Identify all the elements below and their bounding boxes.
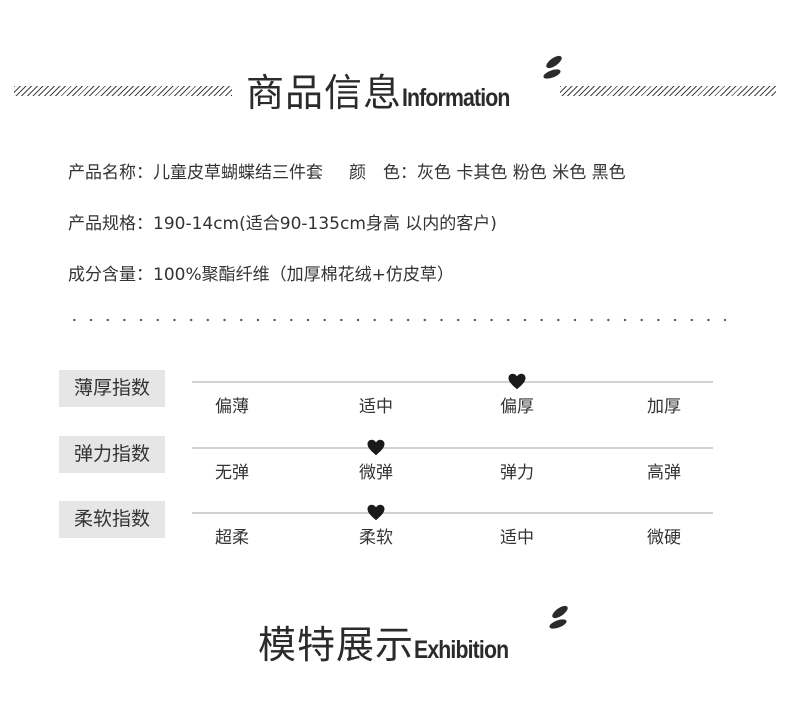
index-option: 适中 <box>500 528 534 548</box>
detail-label-name: 产品名称： <box>68 163 153 183</box>
detail-material: 成分含量：100%聚酯纤维（加厚棉花绒+仿皮草） <box>68 260 454 285</box>
detail-value-color: 灰色 卡其色 粉色 米色 黑色 <box>417 163 626 183</box>
decorative-hatch-right <box>560 86 776 96</box>
index-scale-line <box>192 512 713 514</box>
section-title-exhibition: 模特展示Exhibition <box>258 614 525 669</box>
index-option: 超柔 <box>215 528 249 548</box>
index-label: 弹力指数 <box>59 436 165 473</box>
detail-size: 产品规格：190-14cm(适合90-135cm身高 以内的客户) <box>68 209 497 234</box>
heart-icon <box>508 373 526 390</box>
section-title-cn: 商品信息 <box>246 71 403 115</box>
index-scale-line <box>192 381 713 383</box>
detail-value-name: 儿童皮草蝴蝶结三件套 <box>153 163 323 183</box>
index-option: 柔软 <box>359 528 393 548</box>
leaf-icon <box>543 55 562 79</box>
heart-icon <box>367 504 385 521</box>
section-title-cn: 模特展示 <box>258 623 415 667</box>
index-option: 微弹 <box>359 463 393 483</box>
section-title-information: 商品信息Information <box>246 62 529 117</box>
index-option: 弹力 <box>500 463 534 483</box>
index-option: 偏厚 <box>500 397 534 417</box>
decorative-hatch-left <box>14 86 232 96</box>
index-option: 高弹 <box>647 463 681 483</box>
heart-icon <box>367 439 385 456</box>
index-scale-line <box>192 447 713 449</box>
index-label: 薄厚指数 <box>59 370 165 407</box>
detail-name-color: 产品名称：儿童皮草蝴蝶结三件套 颜 色：灰色 卡其色 粉色 米色 黑色 <box>68 158 626 183</box>
index-option: 适中 <box>359 397 393 417</box>
section-title-en: Exhibition <box>414 636 509 664</box>
section-title-en: Information <box>402 84 510 112</box>
detail-label-color: 颜 色： <box>349 163 417 183</box>
detail-label-size: 产品规格： <box>68 214 153 234</box>
index-label: 柔软指数 <box>59 501 165 538</box>
index-option: 偏薄 <box>215 397 249 417</box>
detail-value-material: 100%聚酯纤维（加厚棉花绒+仿皮草） <box>153 265 454 285</box>
dotted-divider <box>66 318 726 322</box>
index-option: 无弹 <box>215 463 249 483</box>
leaf-icon <box>549 605 568 629</box>
index-option: 微硬 <box>647 528 681 548</box>
detail-value-size: 190-14cm(适合90-135cm身高 以内的客户) <box>153 214 497 234</box>
detail-label-material: 成分含量： <box>68 265 153 285</box>
index-option: 加厚 <box>647 397 681 417</box>
